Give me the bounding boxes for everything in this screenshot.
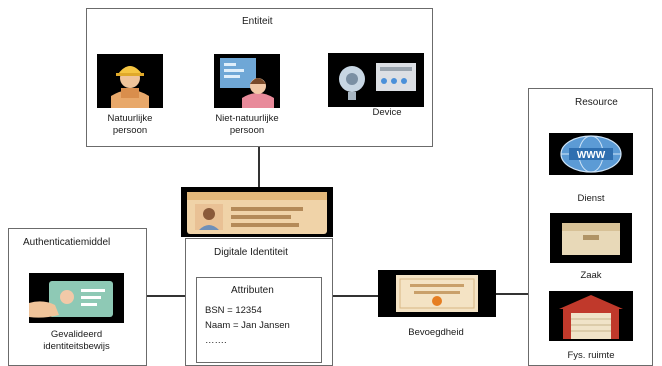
box-icon — [550, 213, 632, 263]
worker-icon — [97, 54, 163, 108]
dienst-label: Dienst — [577, 193, 605, 204]
connector-auth-identiteit — [147, 295, 185, 297]
resource-title: Resource — [575, 97, 618, 108]
resource-box: Resource WWW Dienst Zaak — [528, 88, 653, 366]
svg-text:WWW: WWW — [577, 150, 606, 161]
device-icon — [328, 53, 424, 107]
entiteit-box: Entiteit Natuurlijke persoon Niet-natuur… — [86, 8, 433, 147]
connector-entiteit-identiteit — [258, 146, 260, 188]
niet-natuurlijke-persoon-label: Niet-natuurlijke persoon — [215, 113, 279, 136]
connector-bevoegdheid-resource — [496, 293, 528, 295]
authenticatiemiddel-box: Authenticatiemiddel Gevalideerd identite… — [8, 228, 147, 366]
zaak-label: Zaak — [580, 270, 602, 281]
www-globe-icon: WWW — [549, 133, 633, 175]
fys-ruimte-label: Fys. ruimte — [567, 350, 615, 361]
attribute-more: ……. — [205, 335, 227, 346]
connector-identiteit-bevoegdheid — [333, 295, 378, 297]
attribute-naam: Naam = Jan Jansen — [205, 320, 290, 331]
business-person-icon — [214, 54, 280, 108]
certificate-icon — [378, 270, 496, 317]
attributen-title: Attributen — [231, 285, 274, 296]
authenticatiemiddel-title: Authenticatiemiddel — [23, 237, 111, 248]
digitale-identiteit-box: Digitale Identiteit Attributen BSN = 123… — [185, 238, 333, 366]
entiteit-title: Entiteit — [242, 16, 273, 27]
device-label: Device — [372, 107, 402, 118]
digitale-identiteit-title: Digitale Identiteit — [214, 247, 288, 258]
bevoegdheid-label: Bevoegdheid — [408, 327, 464, 338]
attribute-bsn: BSN = 12354 — [205, 305, 262, 316]
garage-icon — [549, 291, 633, 341]
gevalideerd-identiteitsbewijs-label: Gevalideerd identiteitsbewijs — [43, 329, 110, 352]
attributen-box: Attributen BSN = 12354 Naam = Jan Jansen… — [196, 277, 322, 363]
id-card-hand-icon — [29, 273, 124, 323]
natuurlijke-persoon-label: Natuurlijke persoon — [107, 113, 153, 136]
id-card-icon — [181, 187, 333, 237]
